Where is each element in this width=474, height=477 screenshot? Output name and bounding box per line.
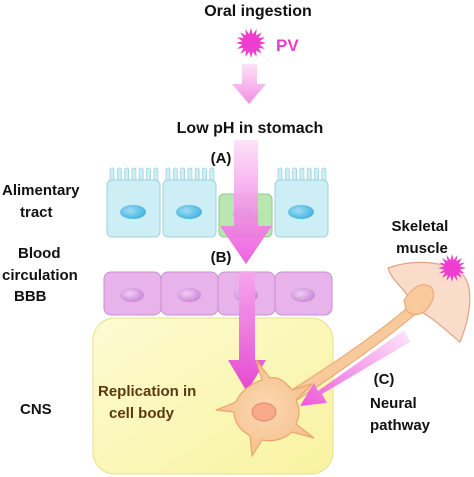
route-c-label: (C) bbox=[374, 371, 395, 388]
skeletal-muscle-label: Skeletal muscle bbox=[392, 218, 453, 257]
ingestion-arrow bbox=[232, 64, 266, 104]
route-b-label: (B) bbox=[211, 249, 232, 266]
alimentary-epithelium bbox=[106, 167, 329, 238]
replication-site-label: Replication in cell body bbox=[98, 383, 201, 422]
blood-brain-barrier bbox=[103, 271, 333, 316]
pv-label: PV bbox=[276, 36, 299, 55]
neural-pathway-label: Neural pathway bbox=[370, 395, 431, 434]
pv-virus-icon bbox=[236, 28, 266, 58]
neuron bbox=[215, 284, 434, 458]
gut-to-blood-arrow bbox=[220, 140, 272, 264]
cell-nucleus bbox=[120, 205, 146, 219]
blood-circulation-label: Blood circulation bbox=[2, 245, 78, 284]
oral-ingestion-label: Oral ingestion bbox=[204, 3, 312, 20]
bbb-cell-nucleus bbox=[177, 288, 201, 302]
bbb-cell-nucleus bbox=[120, 288, 144, 302]
pv-virus-icon bbox=[438, 254, 466, 282]
alimentary-tract-label: Alimentary tract bbox=[2, 182, 84, 221]
bbb-cell-nucleus bbox=[291, 288, 315, 302]
bbb-label: BBB bbox=[14, 288, 47, 305]
low-ph-label: Low pH in stomach bbox=[177, 120, 324, 137]
axon-terminal bbox=[403, 284, 434, 315]
cns-label: CNS bbox=[20, 401, 52, 418]
neural-pathway-arrow bbox=[300, 330, 410, 406]
cell-nucleus bbox=[288, 205, 314, 219]
neuron-nucleus bbox=[251, 402, 277, 422]
route-a-label: (A) bbox=[211, 150, 232, 167]
cell-nucleus bbox=[176, 205, 202, 219]
